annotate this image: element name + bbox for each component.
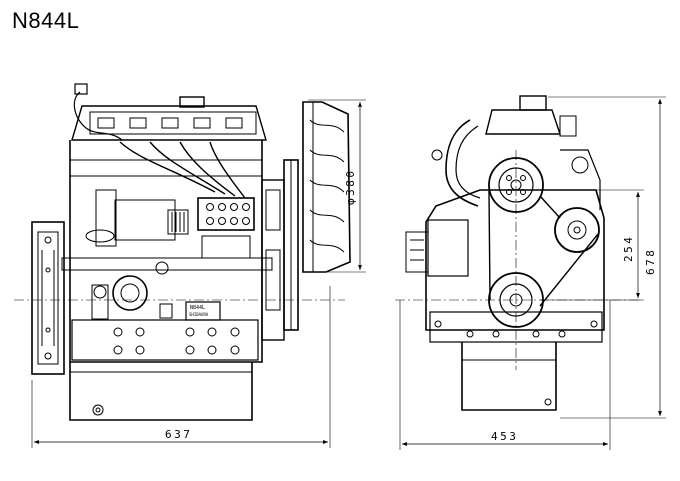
overall-width-label: 453: [491, 430, 518, 443]
engine-badge-maker: SHIBAURA: [189, 312, 209, 317]
overall-length-label: 637: [165, 428, 192, 441]
side-view: [14, 83, 366, 448]
page-title: N844L: [12, 8, 80, 33]
fan-diameter-label: φ380: [344, 169, 357, 206]
overall-height-label: 678: [644, 248, 657, 275]
crank-height-label: 254: [622, 235, 635, 262]
engine-badge-model: N844L: [190, 305, 205, 311]
front-view: [395, 95, 666, 450]
